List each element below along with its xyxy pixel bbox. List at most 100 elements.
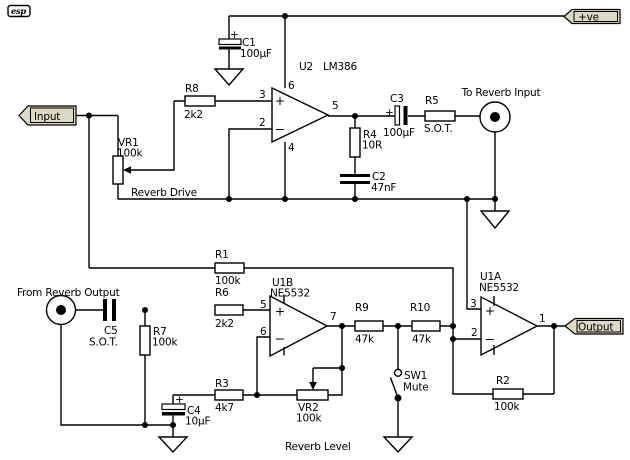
wire-vr2-net bbox=[312, 326, 343, 396]
wire-u1a-pin3 bbox=[466, 199, 481, 310]
input-tag-label: Input bbox=[34, 111, 60, 123]
junction-dot bbox=[86, 112, 92, 119]
c3-plate-negative bbox=[403, 106, 408, 125]
c4-value-label: 10µF bbox=[185, 416, 210, 428]
u1a-plus-sign: + bbox=[485, 303, 495, 318]
r1-body bbox=[214, 262, 245, 274]
output-tag-inner bbox=[576, 320, 621, 333]
resistor-r5: R5 S.O.T. bbox=[424, 95, 456, 135]
u1b-ref-label: U1B bbox=[272, 277, 293, 289]
r10-value-label: 47k bbox=[412, 334, 432, 346]
wire-input-net bbox=[76, 114, 119, 268]
c3-ref-label: C3 bbox=[390, 93, 404, 105]
reverb-level-label: Reverb Level bbox=[285, 441, 351, 453]
esp-logo-box bbox=[7, 4, 31, 18]
r4-value-label: 10R bbox=[362, 140, 382, 152]
capacitor-c5: C5 S.O.T. bbox=[89, 299, 118, 349]
capacitor-c1: + C1 100µF bbox=[218, 29, 272, 60]
switch-sw1: SW1 Mute bbox=[393, 368, 429, 394]
vplus-tag-inner bbox=[573, 11, 618, 22]
c3-value-label: 100µF bbox=[383, 127, 415, 139]
reverb-drive-label: Reverb Drive bbox=[131, 187, 197, 199]
r6-value-label: 2k2 bbox=[215, 318, 234, 330]
c4-plate-positive bbox=[161, 403, 186, 411]
junction-dot bbox=[352, 113, 358, 119]
u2-plus-sign: + bbox=[275, 93, 285, 108]
sw1-bottom-contact-dot bbox=[394, 394, 402, 402]
c4-plus-label: + bbox=[175, 394, 184, 406]
connector-tag-input: Input bbox=[18, 105, 77, 126]
r4-ref-label: R4 bbox=[363, 129, 377, 141]
junction-dot bbox=[282, 196, 288, 202]
u1a-pin2-label: 2 bbox=[471, 327, 477, 339]
c3-plate-positive bbox=[394, 105, 401, 126]
rca-jack-to-reverb-input: To Reverb Input bbox=[461, 87, 541, 133]
jack-tri-pin bbox=[490, 112, 500, 122]
c2-ref-label: C2 bbox=[372, 171, 386, 183]
esp-logo-text: esp bbox=[11, 7, 26, 17]
vplus-tag-label: +ve bbox=[578, 12, 599, 24]
r4-body bbox=[349, 127, 361, 158]
r1-ref-label: R1 bbox=[215, 249, 229, 261]
r8-body bbox=[184, 95, 216, 107]
r3-ref-label: R3 bbox=[215, 378, 229, 390]
r2-ref-label: R2 bbox=[496, 375, 510, 387]
r2-body bbox=[492, 388, 524, 400]
junction-dot bbox=[464, 196, 470, 202]
resistor-r2: R2 100k bbox=[492, 375, 524, 413]
input-tag-shape bbox=[18, 105, 77, 126]
vr1-ref-label: VR1 bbox=[118, 137, 139, 149]
c5-ref-label: C5 bbox=[104, 325, 118, 337]
sw1-contact-circle bbox=[393, 368, 403, 377]
vr1-body bbox=[112, 155, 124, 185]
ground-symbol-sw1 bbox=[382, 436, 414, 454]
r7-body bbox=[139, 325, 151, 356]
opamp-u1a-triangle bbox=[480, 295, 539, 357]
wire-vr1-wiper bbox=[130, 101, 175, 171]
u1a-ref-label: U1A bbox=[480, 271, 502, 283]
u1b-part-label: NE5532 bbox=[270, 288, 310, 300]
capacitor-c4: + C4 10µF bbox=[161, 394, 211, 428]
junction-dot bbox=[226, 196, 232, 202]
opamp-u1b-triangle bbox=[269, 294, 329, 358]
u2-ref-label: U2 bbox=[299, 61, 313, 73]
vplus-tag-shape bbox=[563, 8, 621, 25]
r9-ref-label: R9 bbox=[355, 302, 369, 314]
vr2-body bbox=[296, 389, 329, 401]
resistor-r10: R10 47k bbox=[410, 302, 441, 346]
c5-plate-left bbox=[103, 299, 107, 321]
r5-body bbox=[424, 110, 456, 122]
r5-value-label: S.O.T. bbox=[424, 123, 453, 135]
c1-plus-label: + bbox=[230, 29, 239, 41]
u2-pin3-label: 3 bbox=[259, 89, 265, 101]
input-tag-inner bbox=[30, 107, 74, 123]
u2-pin5-label: 5 bbox=[332, 100, 338, 112]
r8-ref-label: R8 bbox=[185, 83, 199, 95]
ground-symbol-c1 bbox=[213, 68, 245, 87]
c1-plate-negative bbox=[219, 46, 241, 50]
r5-ref-label: R5 bbox=[425, 95, 439, 107]
c1-value-label: 100µF bbox=[240, 48, 272, 60]
to-reverb-input-label: To Reverb Input bbox=[461, 87, 541, 99]
from-reverb-output-label: From Reverb Output bbox=[17, 287, 120, 299]
junction-dot bbox=[170, 422, 176, 428]
u1b-pin6-label: 6 bbox=[260, 326, 267, 338]
c1-plate-positive bbox=[218, 38, 242, 46]
resistor-r8: R8 2k2 bbox=[184, 83, 216, 121]
wire-u2-pin2 bbox=[228, 128, 272, 199]
u1b-plus-sign: + bbox=[275, 304, 285, 319]
output-tag-shape bbox=[564, 317, 624, 335]
resistor-r9: R9 47k bbox=[354, 302, 384, 346]
junction-dot bbox=[339, 323, 345, 329]
r2-value-label: 100k bbox=[494, 401, 520, 413]
wire-sw1-branch bbox=[389, 326, 399, 437]
vr2-value-label: 100k bbox=[296, 413, 322, 425]
c3-plus-label: + bbox=[385, 107, 394, 119]
opamp-u2-triangle bbox=[271, 86, 330, 144]
resistor-r4: R4 10R bbox=[349, 127, 382, 158]
c1-ref-label: C1 bbox=[242, 37, 256, 49]
u1a-pin3-label: 3 bbox=[470, 298, 476, 310]
junction-dot bbox=[142, 307, 148, 313]
junction-dot bbox=[352, 196, 358, 202]
